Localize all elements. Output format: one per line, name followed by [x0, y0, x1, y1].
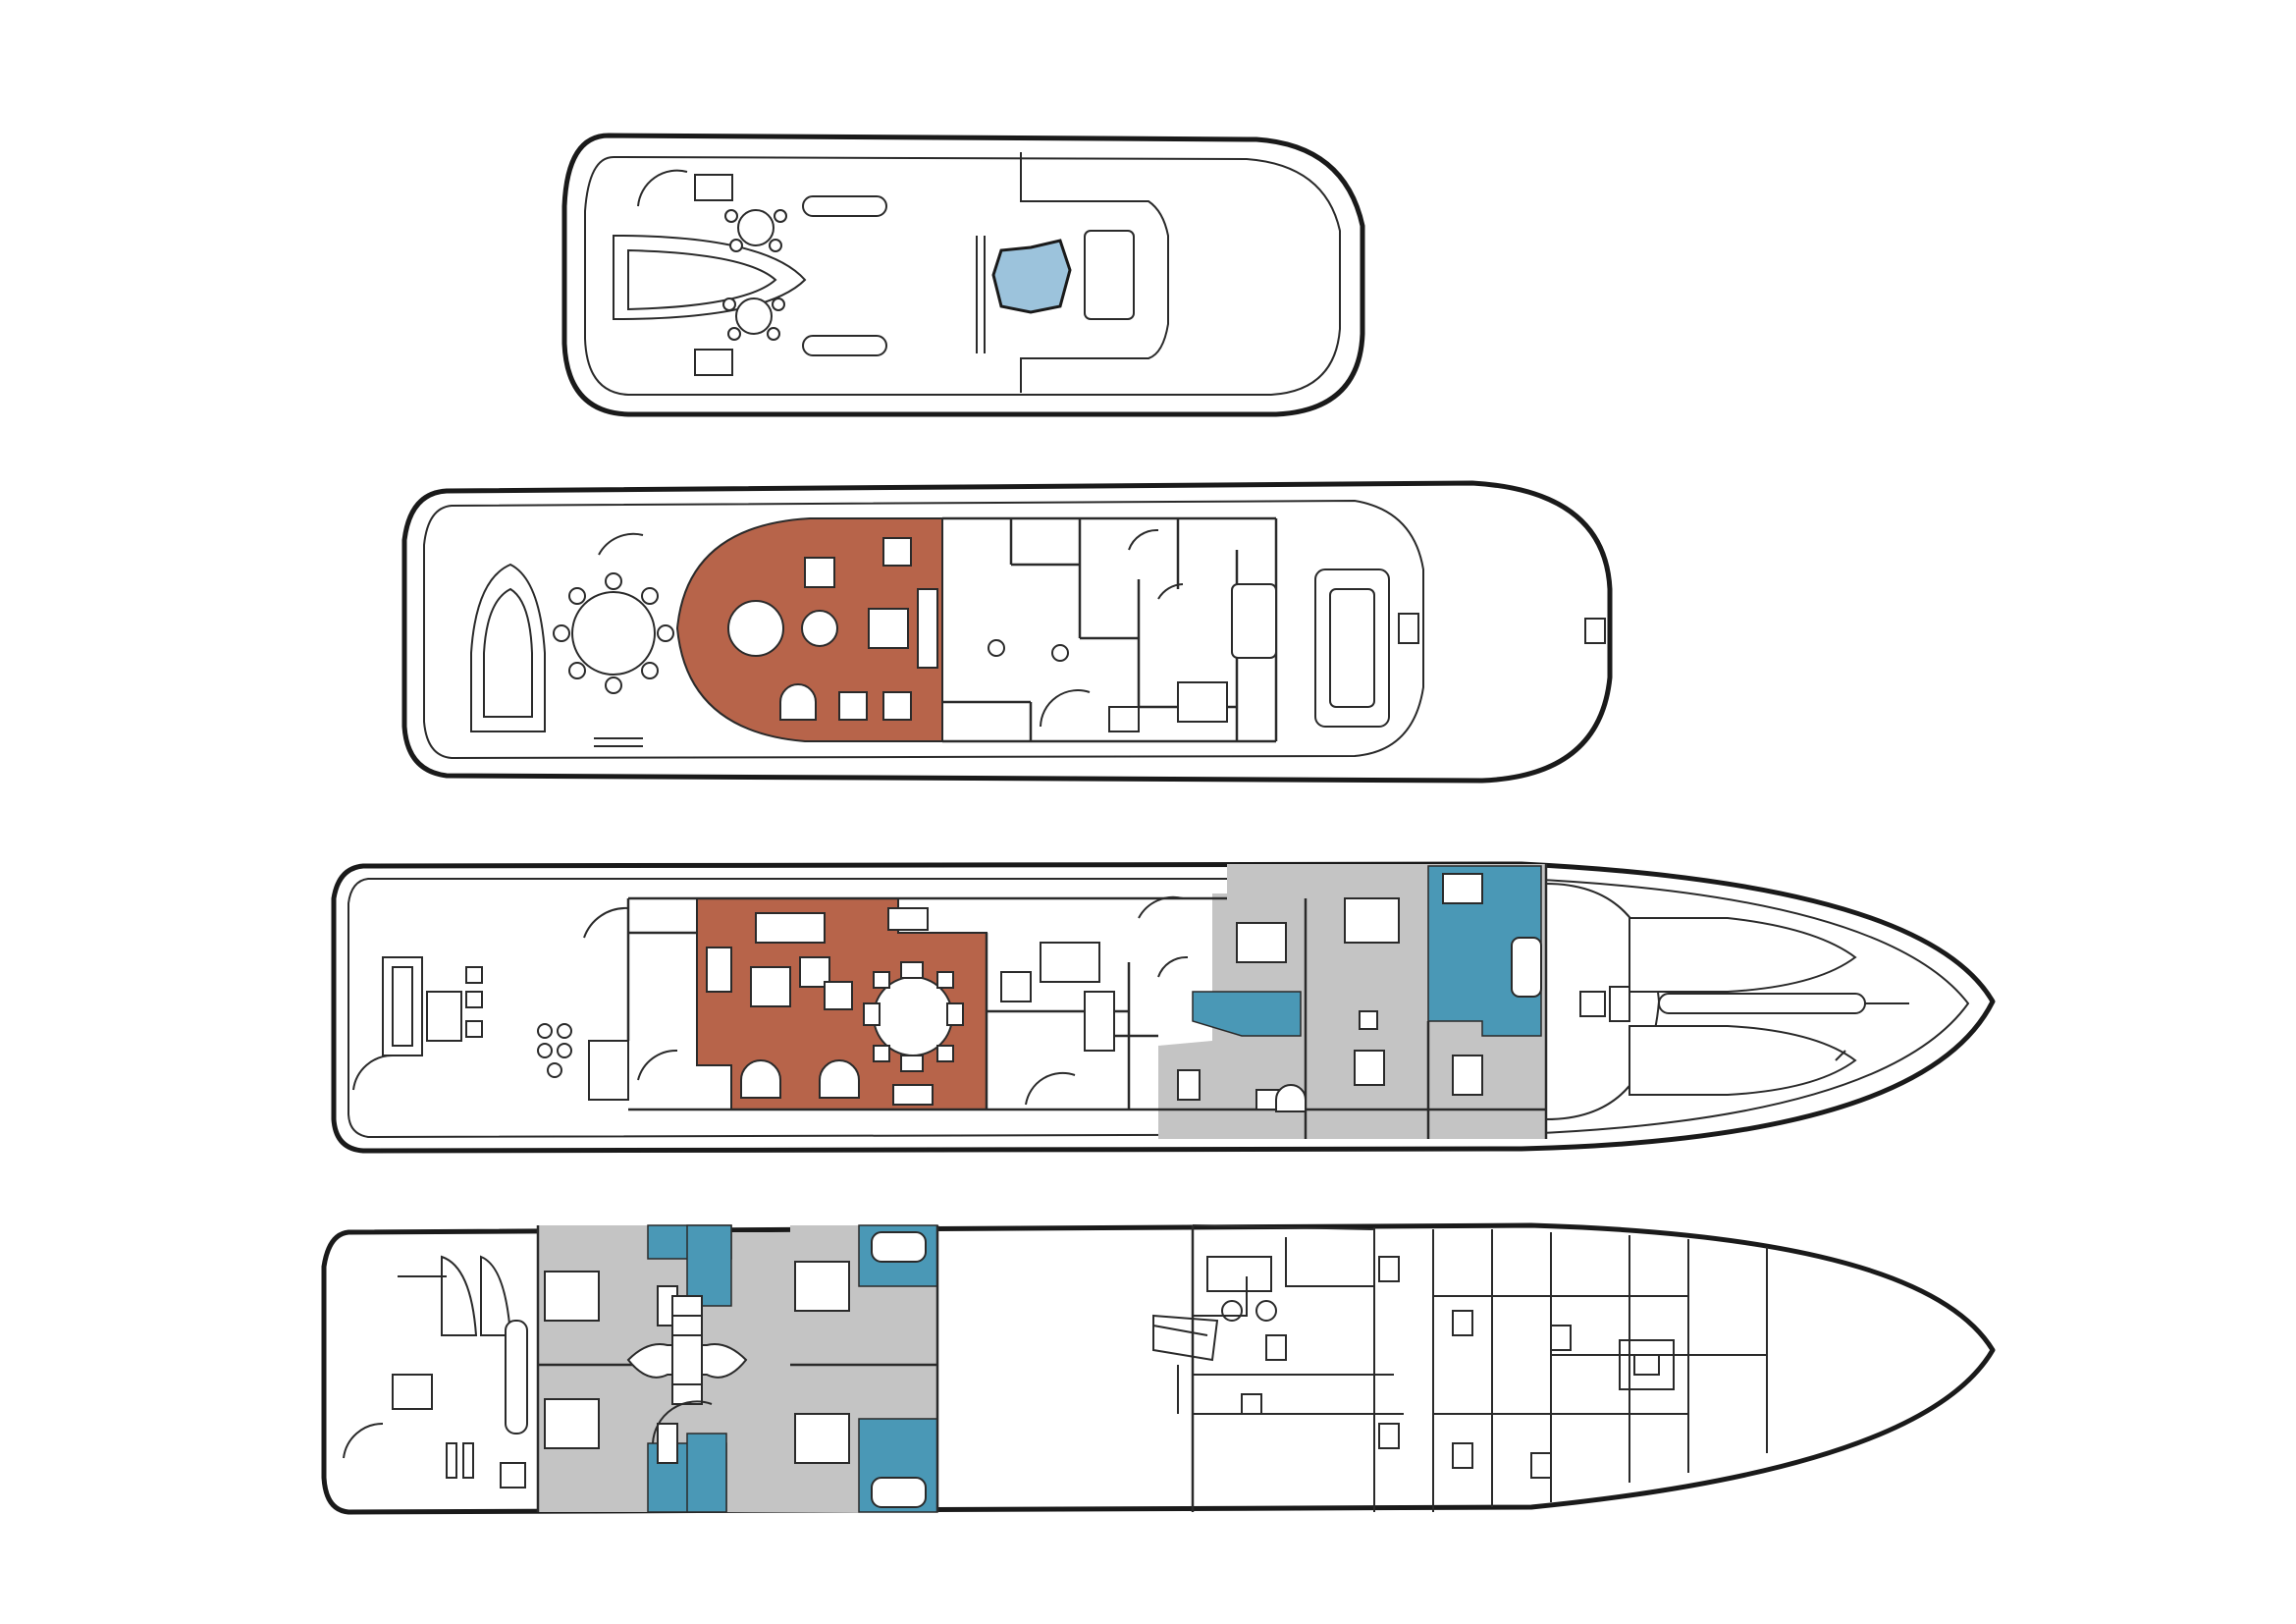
bow-deck-furniture	[1545, 883, 1909, 1120]
sky-lounge-furniture	[727, 537, 938, 721]
aft-deck-furniture	[352, 906, 678, 1101]
main-deck	[331, 861, 1996, 1154]
guest-bathroom	[686, 1433, 727, 1513]
lower-deck	[321, 1222, 1996, 1515]
owner-suite-furniture	[1236, 873, 1542, 1112]
sunbed-cushion	[613, 234, 807, 321]
lower-interior-walls	[536, 1225, 1195, 1512]
helm-seat	[1084, 230, 1135, 320]
table-with-chairs	[724, 209, 787, 252]
galley-fixtures	[1000, 895, 1201, 1106]
bridge-deck	[401, 480, 1613, 784]
sun-deck	[561, 133, 1365, 417]
main-salon-furniture	[706, 907, 934, 1106]
sun-deck-inner-rail	[584, 155, 1341, 396]
sun-deck-walkway	[1020, 152, 1169, 393]
guest-cabin	[538, 1225, 648, 1512]
sun-lounger	[802, 195, 887, 217]
spiral-staircase	[637, 169, 688, 207]
main-dining-table	[863, 961, 964, 1072]
sun-lounger	[694, 349, 733, 376]
main-deck-inner-rail	[347, 878, 1970, 1139]
sun-deck-hull-outline	[561, 133, 1365, 417]
sun-lounger	[694, 174, 733, 201]
round-dining-table	[553, 572, 674, 694]
guest-bathroom	[686, 1224, 732, 1307]
owner-bathroom	[1192, 991, 1302, 1037]
lower-lobby-stair	[626, 1295, 748, 1444]
table-with-chairs	[722, 298, 785, 341]
bridge-deck-inner-rail	[423, 499, 1424, 760]
crew-quarters	[1152, 1224, 1768, 1512]
sun-lounger	[802, 335, 887, 356]
tender-boat-inner	[483, 587, 533, 718]
tender-boat	[470, 563, 546, 732]
bridge-fixtures	[594, 528, 1606, 747]
sunbed-cushion-inner	[627, 248, 777, 311]
aft-garage-items	[343, 1255, 528, 1489]
jacuzzi	[991, 239, 1072, 314]
